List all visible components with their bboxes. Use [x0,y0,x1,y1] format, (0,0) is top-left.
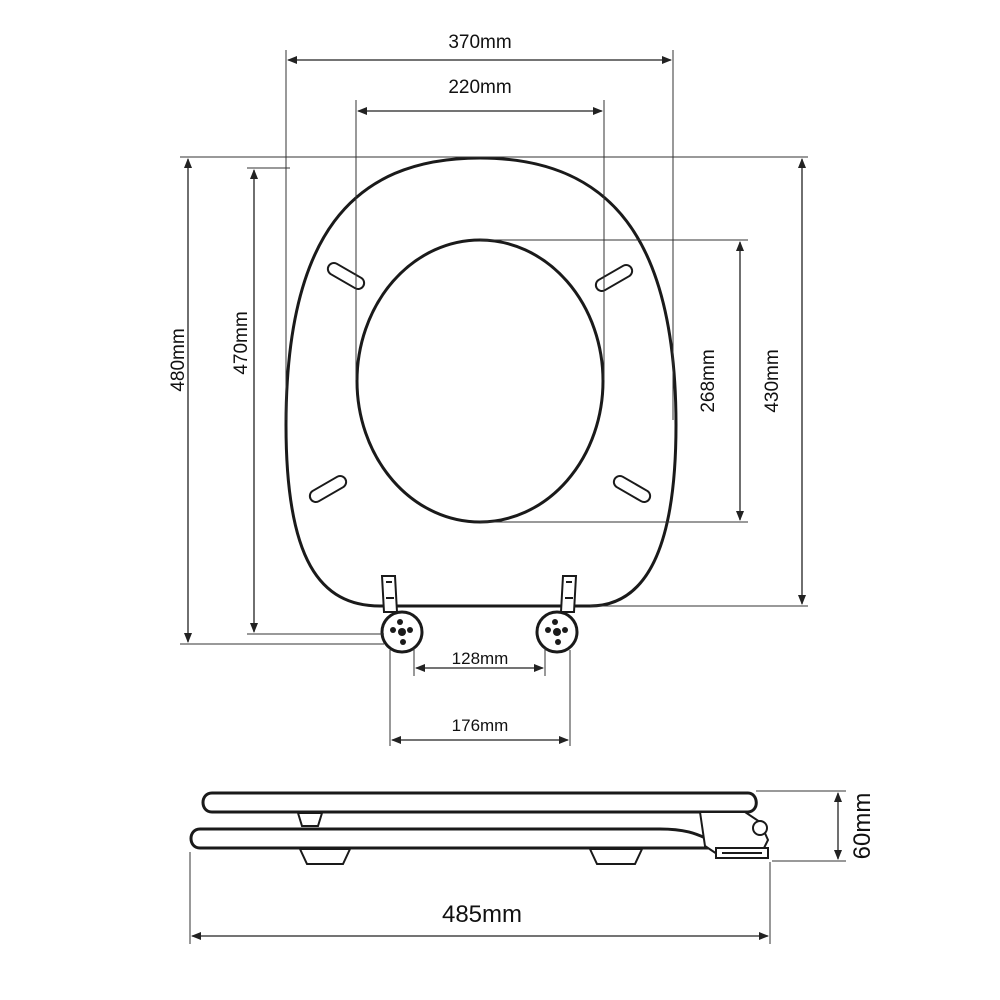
dimension-seat-length: 430mm [590,158,808,607]
dimension-lid-length: 470mm [231,167,384,635]
seat-length-label: 430mm [762,349,783,412]
seat-inner-opening [355,238,605,524]
dimension-opening-length: 268mm [480,239,748,523]
inner-width-label: 220mm [448,77,511,98]
side-view: 60mm 485mm [189,790,876,944]
dimension-side-height: 60mm [756,790,876,862]
dimension-hinge-inner-spacing: 128mm [413,648,546,676]
hinge-left [380,575,424,654]
side-hinge [698,811,770,859]
hinge-right [535,575,579,654]
overall-length-label: 480mm [168,328,189,391]
hinge-inner-spacing-label: 128mm [452,649,509,668]
bumper-slot-top-right [594,264,634,292]
dimension-inner-width: 220mm [355,77,605,380]
bumper-slots [308,262,652,503]
dimension-side-length: 485mm [189,852,771,944]
bumper-slot-bottom-left [308,475,348,503]
dimension-outer-width: 370mm [285,32,674,420]
lid-length-label: 470mm [231,311,252,374]
dimension-overall-length: 480mm [168,156,808,645]
side-length-label: 485mm [442,901,522,928]
side-height-label: 60mm [849,793,876,860]
hinge-outer-spacing-label: 176mm [452,716,509,735]
opening-length-label: 268mm [698,349,719,412]
top-view [284,156,678,654]
bumper-slot-top-left [326,262,366,290]
outer-width-label: 370mm [448,32,511,53]
bumper-slot-bottom-right [612,475,652,503]
dimension-hinge-outer-spacing: 176mm [389,650,571,746]
side-seat [189,827,727,850]
side-lid [201,791,758,814]
